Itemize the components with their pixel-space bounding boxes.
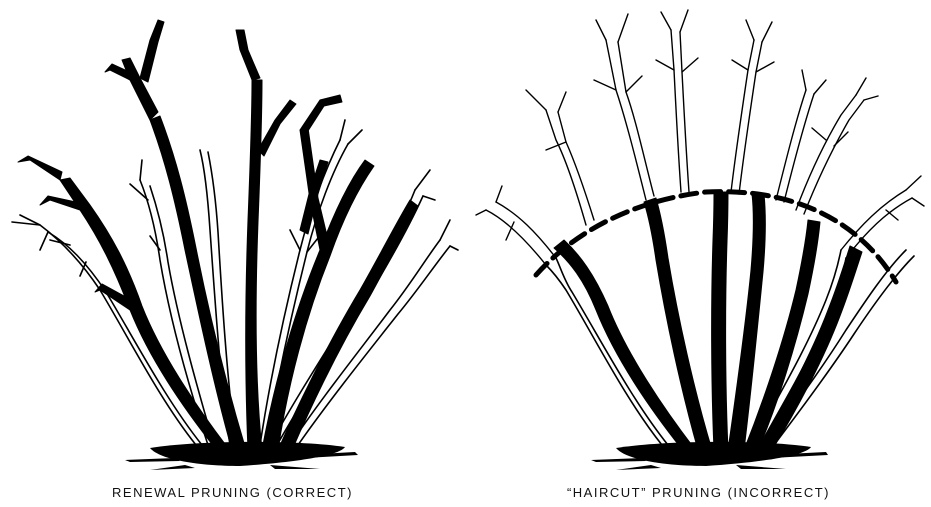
young-stems <box>12 120 458 445</box>
haircut-pruning-caption: “HAIRCUT” PRUNING (INCORRECT) <box>466 485 931 500</box>
mature-stems-sheared <box>554 192 862 450</box>
sheared-top-growth <box>476 10 924 265</box>
haircut-pruning-figure: “HAIRCUT” PRUNING (INCORRECT) <box>466 0 931 507</box>
renewal-pruning-shrub-illustration <box>0 0 465 480</box>
haircut-pruning-shrub-illustration <box>466 0 931 480</box>
renewal-pruning-caption: RENEWAL PRUNING (CORRECT) <box>0 485 465 500</box>
renewal-pruning-figure: RENEWAL PRUNING (CORRECT) <box>0 0 465 507</box>
young-stems <box>546 250 914 445</box>
